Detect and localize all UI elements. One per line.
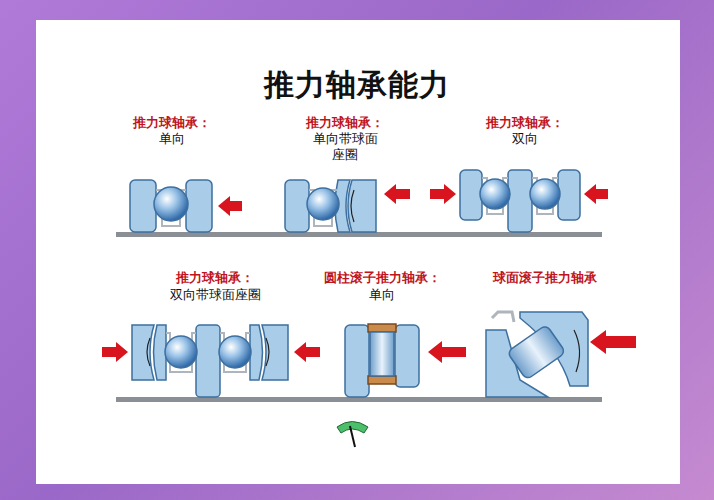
seat-ring <box>132 325 154 380</box>
cage <box>492 312 514 322</box>
cylindrical-roller-thrust <box>345 324 419 397</box>
housing-washer <box>186 180 212 232</box>
seat-ring <box>262 325 288 380</box>
swivel-arrow <box>266 338 269 366</box>
load-arrow <box>430 184 456 204</box>
ball <box>219 336 251 368</box>
swivel-arrow <box>351 190 354 222</box>
ball <box>530 179 560 209</box>
ball <box>154 187 188 221</box>
direction-label: 单向带球面座圈 <box>312 131 378 162</box>
shaft-washer <box>130 180 156 232</box>
thrust-ball-double <box>460 170 580 232</box>
cage <box>166 333 196 372</box>
load-arrow <box>294 342 320 362</box>
shaft-washer <box>508 170 532 232</box>
load-arrow <box>218 196 242 216</box>
white-panel <box>36 20 680 484</box>
load-arrow <box>584 184 608 204</box>
housing-washer <box>460 170 482 220</box>
gauge-arc <box>337 422 368 434</box>
bearing-type-label: 推力球轴承： <box>486 115 564 131</box>
roller <box>507 325 566 380</box>
housing-washer <box>154 325 167 380</box>
housing-washer <box>395 325 419 387</box>
cage <box>368 376 396 384</box>
bearing-type-label: 推力球轴承： <box>176 270 254 286</box>
ball <box>165 336 197 368</box>
direction-label: 单向 <box>159 131 185 147</box>
roller <box>370 332 394 376</box>
bearing-type-label: 球面滚子推力轴承 <box>493 270 597 286</box>
load-arrow <box>102 342 128 362</box>
swivel-arrow <box>574 330 580 372</box>
direction-label: 双向 <box>512 131 538 147</box>
cage <box>220 333 250 372</box>
bearing-type-label: 推力球轴承： <box>133 115 211 131</box>
load-arrow <box>590 330 636 354</box>
bearing-type-label: 圆柱滚子推力轴承： <box>324 270 441 286</box>
title: 推力轴承能力 <box>264 66 450 104</box>
shaft-washer <box>345 325 369 397</box>
direction-label: 双向带球面座圈 <box>170 287 261 303</box>
thrust-ball-single <box>130 180 212 232</box>
direction-label: 单向 <box>369 287 395 303</box>
housing-washer <box>250 325 263 380</box>
spherical-roller-thrust <box>486 312 588 397</box>
gauge-icon <box>337 422 368 448</box>
swivel-arrow <box>147 338 150 366</box>
load-arrow <box>384 184 410 204</box>
ball <box>307 188 339 220</box>
load-arrow <box>428 341 466 363</box>
ball <box>480 179 510 209</box>
shaft-washer <box>285 180 309 232</box>
bearing-type-label: 推力球轴承： <box>306 115 384 131</box>
seat-ring <box>348 180 376 232</box>
thrust-ball-double-seat <box>132 325 288 397</box>
gauge-needle <box>350 426 355 447</box>
shaft-washer <box>196 325 220 397</box>
thrust-ball-seat <box>285 180 376 232</box>
cage <box>368 324 396 332</box>
housing-washer <box>558 170 580 220</box>
